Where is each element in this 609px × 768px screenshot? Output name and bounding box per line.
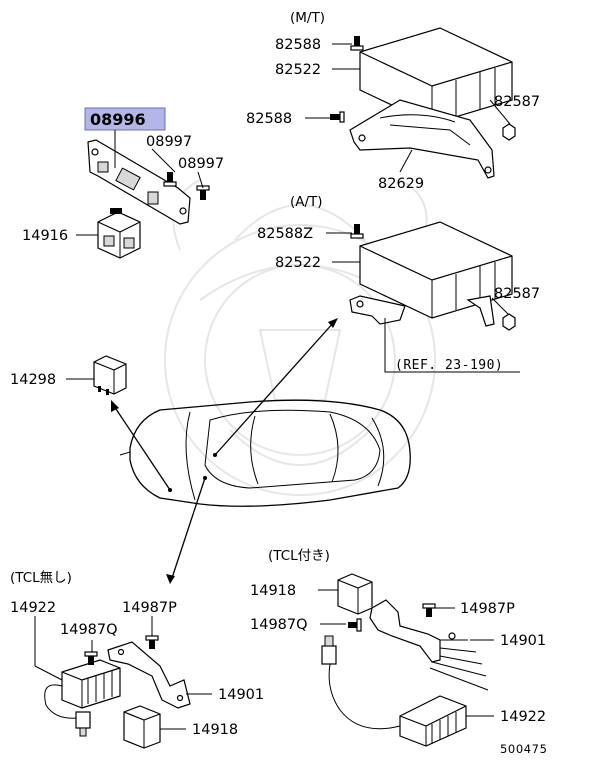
part-number-14918-left[interactable]: 14918 [192,722,238,738]
part-number-14901-left[interactable]: 14901 [218,687,264,703]
part-number-82522-mt[interactable]: 82522 [275,62,321,78]
bolt-82588z-at [350,224,364,239]
part-number-82522-at[interactable]: 82522 [275,255,321,271]
bolt-14987p-right [422,603,436,617]
ecu-mt [359,27,513,125]
part-number-82588z-at[interactable]: 82588Z [257,226,313,242]
module-14922-left [44,659,121,737]
part-number-14901-right[interactable]: 14901 [500,633,546,649]
relay-14918-right [337,573,373,615]
relay-14916 [97,208,141,259]
part-number-82588-mt-top[interactable]: 82588 [275,37,321,53]
part-number-14922-left[interactable]: 14922 [10,600,56,616]
highlight-box-08996[interactable]: 08996 [84,107,166,131]
part-number-08997-lower[interactable]: 08997 [178,156,224,172]
bolt-14987p-left [145,635,159,649]
part-number-14987q-right[interactable]: 14987Q [250,617,308,633]
nut-82587-mt [502,123,516,141]
part-number-08996[interactable]: 08996 [90,110,146,129]
part-number-14916[interactable]: 14916 [22,228,68,244]
bracket-14901-right [369,599,489,691]
bolt-82588-mt-left [330,111,345,123]
vehicle-outline [119,399,411,507]
part-number-82588-mt-left[interactable]: 82588 [246,111,292,127]
part-number-14918-right[interactable]: 14918 [250,583,296,599]
part-number-82629[interactable]: 82629 [378,176,424,192]
part-number-14987p-left[interactable]: 14987P [122,600,177,616]
part-number-82587-at[interactable]: 82587 [494,286,540,302]
part-number-14922-right[interactable]: 14922 [500,709,546,725]
section-label-tcl-with: (TCL付き) [268,548,330,564]
reference-label[interactable]: (REF. 23-190) [395,358,503,373]
bolt-08997-upper [163,172,177,187]
section-label-mt: (M/T) [290,10,325,26]
nut-82587-at [502,313,516,331]
at-bracket [349,295,495,327]
section-label-tcl-without: (TCL無し) [10,570,72,586]
ecu-at [359,221,513,319]
part-number-14987q-left[interactable]: 14987Q [60,622,118,638]
diagram-code: 500475 [500,742,548,756]
bracket-14901-left [107,641,191,709]
bolt-14987q-left [84,651,98,665]
part-number-82587-mt[interactable]: 82587 [494,94,540,110]
pointer-arrows [111,318,338,584]
bracket-82629 [349,99,495,179]
relay-14298 [93,355,127,395]
part-number-14298[interactable]: 14298 [10,372,56,388]
ecu-bracket [87,139,191,225]
part-number-08997-upper[interactable]: 08997 [146,134,192,150]
relay-14918-left [123,705,161,749]
module-14922-right [321,635,467,747]
part-number-14987p-right[interactable]: 14987P [460,601,515,617]
bolt-14987q-right [348,618,362,632]
section-label-at: (A/T) [290,194,323,210]
bolt-82588-mt-top [350,36,364,51]
bolt-08997-lower [196,185,210,200]
